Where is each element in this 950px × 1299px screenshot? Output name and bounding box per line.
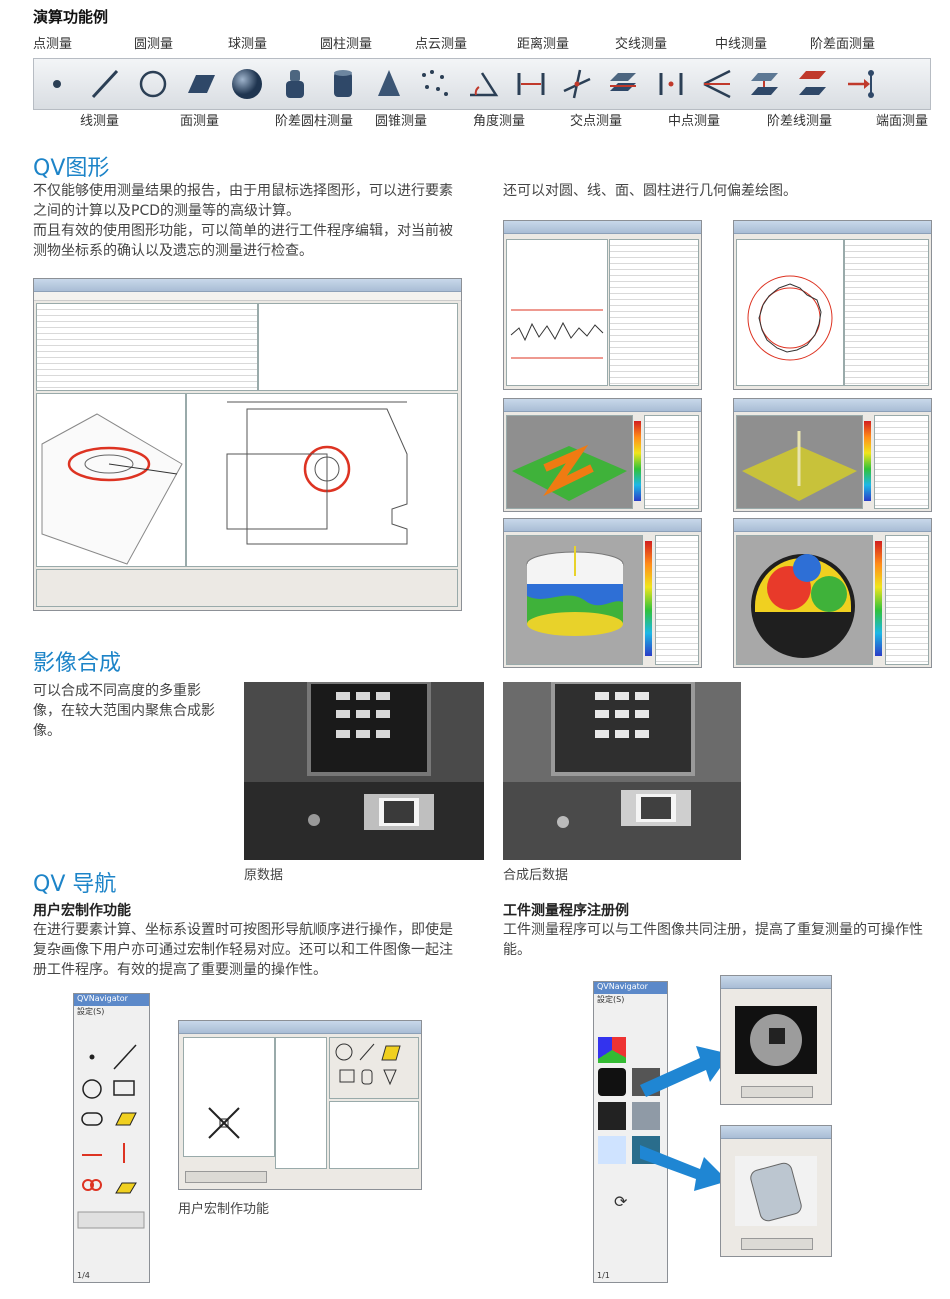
label-step-plane-measure: 阶差面测量 <box>810 37 876 52</box>
label-circle-measure: 圆测量 <box>134 37 174 52</box>
cone-icon[interactable] <box>368 59 410 109</box>
label-angle-measure: 角度测量 <box>473 114 526 129</box>
caption-user-macro: 用户宏制作功能 <box>178 1202 270 1217</box>
label-intersection-point-measure: 交点测量 <box>570 114 623 129</box>
rgb-icon[interactable] <box>598 1037 626 1063</box>
step-plane-icon[interactable] <box>744 59 786 109</box>
qv-navigator-program-window: QVNavigator 設定(S) ⟳ 1/1 <box>593 981 668 1283</box>
macro-text: 在进行要素计算、坐标系设置时可按图形导航顺序进行操作，即使是复杂画像下用户亦可通… <box>33 922 453 978</box>
plane-icon[interactable] <box>180 59 222 109</box>
section-title-qv-graph: QV图形 <box>33 156 110 181</box>
workpiece-thumb-3[interactable] <box>598 1102 626 1130</box>
macro-subtitle: 用户宏制作功能 <box>33 903 131 919</box>
measurement-toolbar <box>33 58 931 110</box>
qv-graph-para-1: 不仅能够使用测量结果的报告，由于用鼠标选择图形，可以进行要素之间的计算以及PCD… <box>33 183 453 219</box>
program-text: 工件测量程序可以与工件图像共同注册，提高了重复测量的可操作性能。 <box>503 922 923 958</box>
user-macro-dialog <box>178 1020 422 1190</box>
label-midpoint-measure: 中点测量 <box>668 114 721 129</box>
label-point-measure: 点测量 <box>33 37 73 52</box>
qv-navigator-window: QVNavigator 設定(S) 1/4 <box>73 993 150 1283</box>
intersection-line-icon[interactable] <box>602 59 644 109</box>
navigator-title: QVNavigator <box>74 994 149 1006</box>
qv-graph-screenshot <box>33 278 462 611</box>
label-cone-measure: 圆锥测量 <box>375 114 428 129</box>
label-stepped-cylinder-measure: 阶差圆柱测量 <box>275 114 354 129</box>
circle-icon[interactable] <box>132 59 174 109</box>
navigator2-title: QVNavigator <box>594 982 667 994</box>
plane-deviation-plot-2 <box>733 398 932 512</box>
result-detail-pane <box>258 303 458 391</box>
workpiece-thumb-1[interactable] <box>598 1068 626 1096</box>
label-cylinder-measure: 圆柱测量 <box>320 37 373 52</box>
workpiece-thumb-5[interactable] <box>598 1136 626 1164</box>
program-result-dialog-1 <box>720 975 832 1105</box>
caption-composite-image: 合成后数据 <box>503 868 569 883</box>
intersection-point-icon[interactable] <box>556 59 598 109</box>
qv-graph-right-text: 还可以对圆、线、面、圆柱进行几何偏差绘图。 <box>503 183 797 199</box>
3d-view-pane <box>36 393 186 567</box>
label-plane-measure: 面测量 <box>180 114 220 129</box>
plane-deviation-plot-1 <box>503 398 702 512</box>
angle-icon[interactable] <box>462 59 504 109</box>
label-intersection-line-measure: 交线测量 <box>615 37 668 52</box>
composite-image <box>503 682 741 860</box>
line-deviation-plot <box>503 220 702 390</box>
sphere-icon[interactable] <box>226 59 268 109</box>
section-title-qv-navi: QV 导航 <box>33 872 117 897</box>
navigator-page: 1/4 <box>77 1271 90 1280</box>
qv-graph-para-2: 而且有效的使用图形功能，可以简单的进行工件程序编辑，对当前被测物坐标系的确认以及… <box>33 223 453 259</box>
program-result-dialog-2 <box>720 1125 832 1257</box>
point-cloud-icon[interactable] <box>414 59 456 109</box>
refresh-icon[interactable]: ⟳ <box>614 1192 628 1211</box>
midline-icon[interactable] <box>696 59 738 109</box>
section-header-calc-examples: 演算功能例 <box>33 8 109 26</box>
navigator2-page: 1/1 <box>597 1271 610 1280</box>
label-step-line-measure: 阶差线测量 <box>767 114 833 129</box>
distance-icon[interactable] <box>510 59 552 109</box>
cylinder-icon[interactable] <box>322 59 364 109</box>
caption-original-image: 原数据 <box>244 868 284 883</box>
original-image <box>244 682 484 860</box>
cylinder-deviation-plot <box>503 518 702 668</box>
midpoint-icon[interactable] <box>650 59 692 109</box>
section-title-image-synthesis: 影像合成 <box>33 651 122 676</box>
arrow-icon <box>640 1046 730 1097</box>
label-point-cloud-measure: 点云测量 <box>415 37 468 52</box>
sphere-deviation-plot <box>733 518 932 668</box>
end-face-icon[interactable] <box>840 59 882 109</box>
2d-drawing-pane <box>186 393 458 567</box>
result-table <box>36 303 258 391</box>
graph-toolbar <box>36 569 458 607</box>
program-subtitle: 工件测量程序注册例 <box>503 903 629 919</box>
step-line-icon[interactable] <box>792 59 834 109</box>
arrow-icon <box>640 1145 728 1191</box>
label-end-face-measure: 端面测量 <box>876 114 929 129</box>
navigator-menu[interactable]: 設定(S) <box>77 1007 105 1016</box>
label-line-measure: 线测量 <box>80 114 120 129</box>
circle-deviation-plot <box>733 220 932 390</box>
workpiece-thumb-4[interactable] <box>632 1102 660 1130</box>
image-synthesis-para: 可以合成不同高度的多重影像，在较大范围内聚焦合成影像。 <box>33 683 215 739</box>
point-icon[interactable] <box>36 59 78 109</box>
navigator2-menu[interactable]: 設定(S) <box>597 995 625 1004</box>
line-icon[interactable] <box>84 59 126 109</box>
stepped-cylinder-icon[interactable] <box>274 59 316 109</box>
navigator-shapes <box>77 1044 145 1229</box>
label-midline-measure: 中线测量 <box>715 37 768 52</box>
label-sphere-measure: 球测量 <box>228 37 268 52</box>
label-distance-measure: 距离测量 <box>517 37 570 52</box>
